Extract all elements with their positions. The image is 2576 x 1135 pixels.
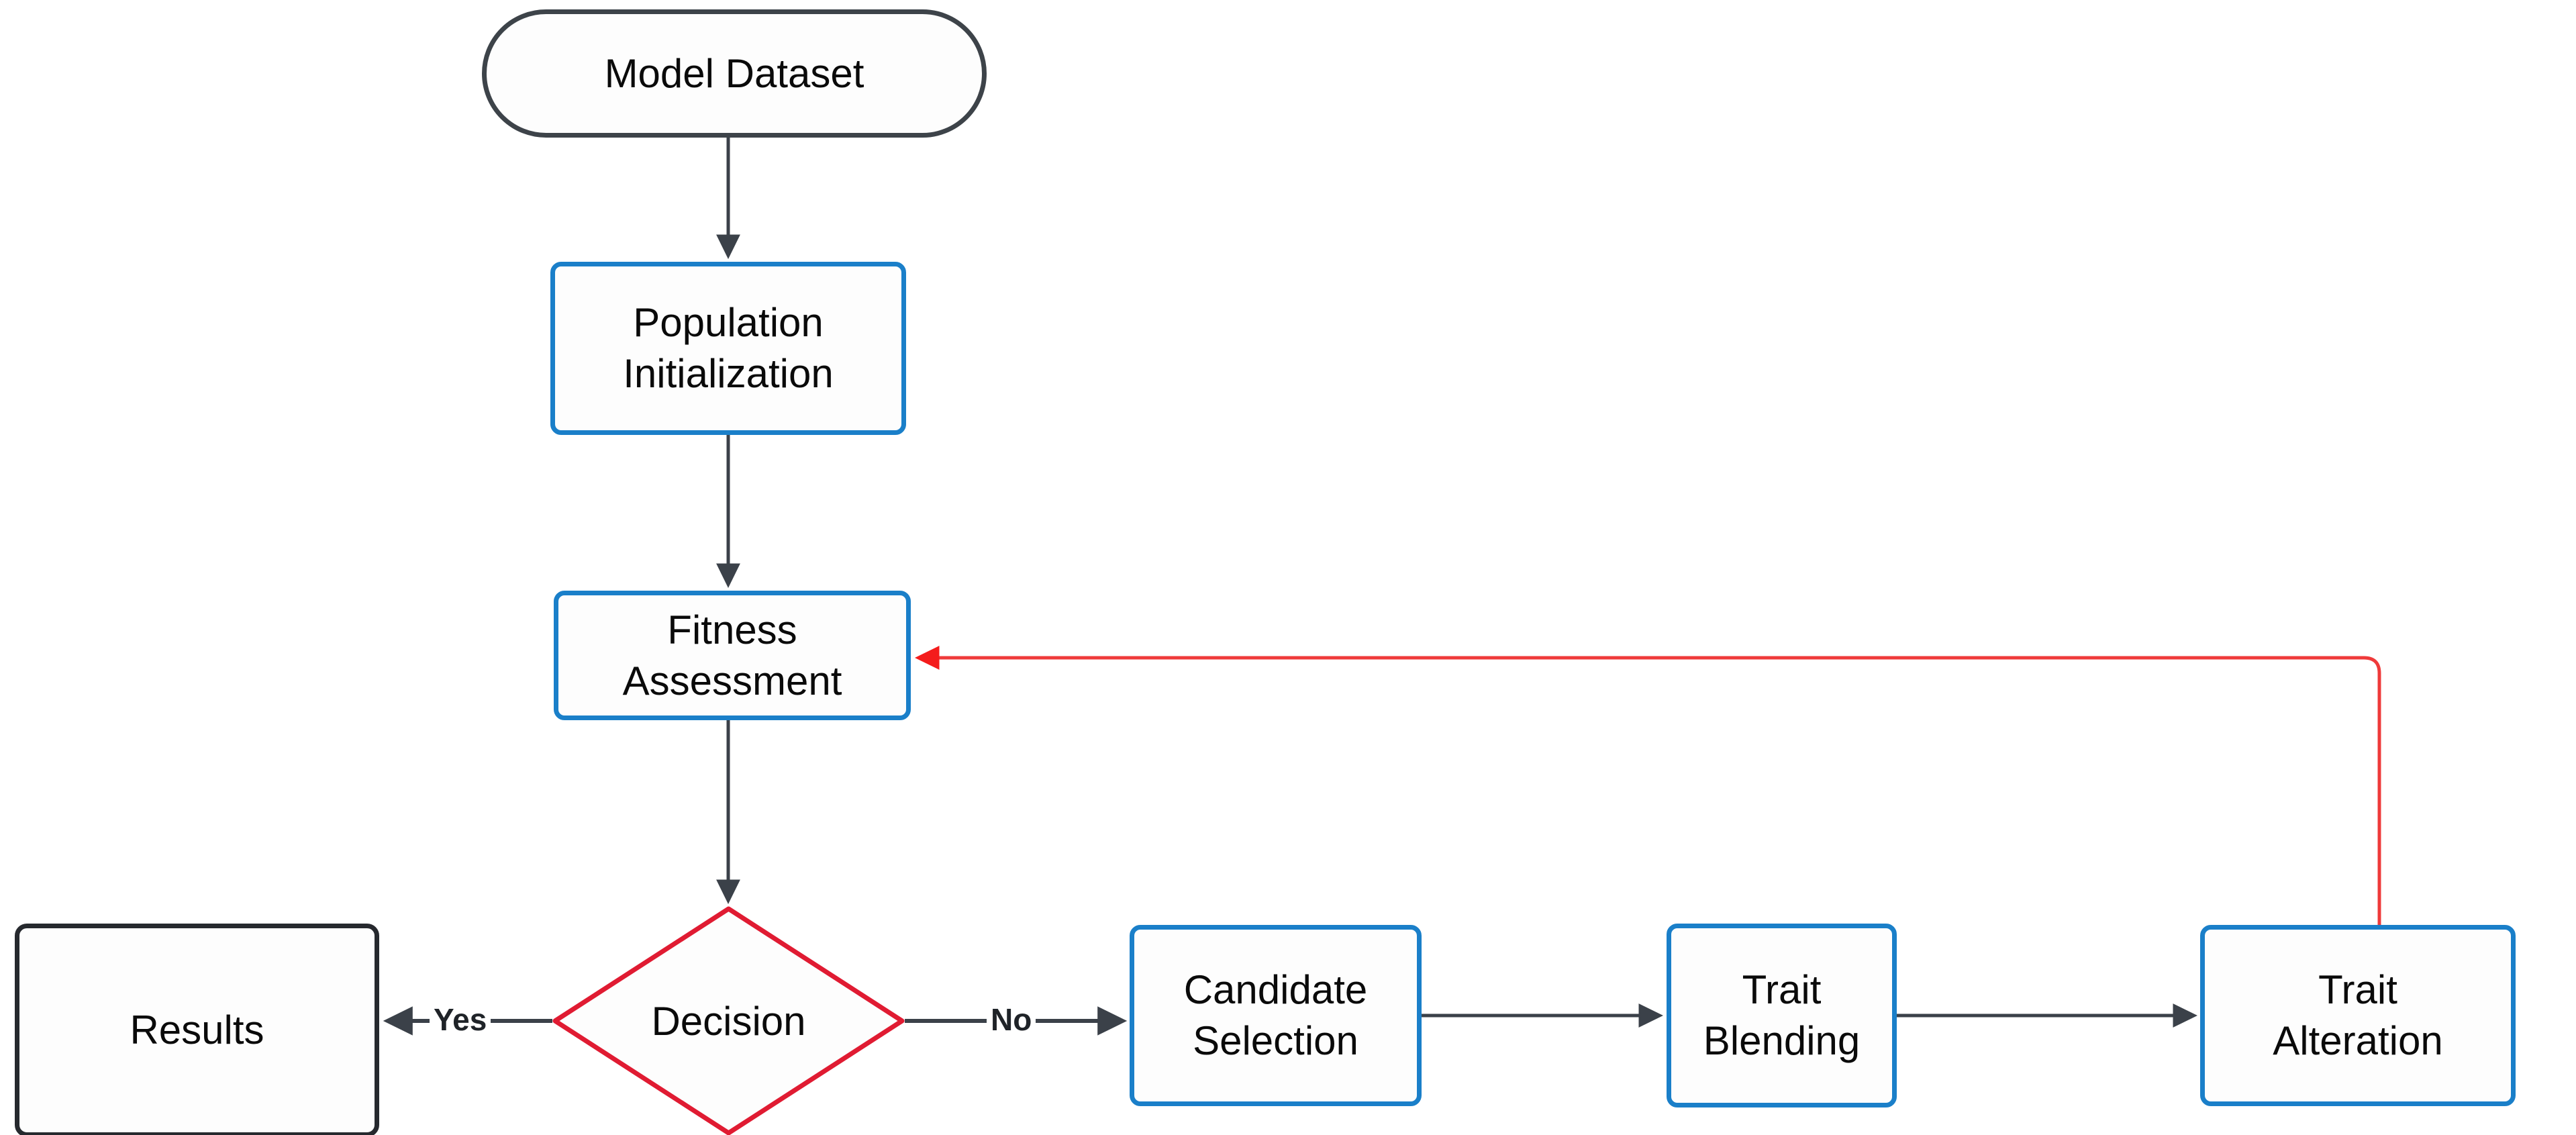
node-candidate-selection[interactable]: Candidate Selection xyxy=(1130,925,1422,1106)
node-fitness-assessment[interactable]: Fitness Assessment xyxy=(554,591,911,720)
node-population-initialization-label: Population Initialization xyxy=(623,300,834,396)
node-model-dataset-label: Model Dataset xyxy=(604,50,864,96)
node-candidate-selection-label: Candidate Selection xyxy=(1183,967,1368,1063)
edge-label-no: No xyxy=(987,1001,1036,1038)
node-trait-blending-label: Trait Blending xyxy=(1703,967,1861,1063)
node-trait-blending[interactable]: Trait Blending xyxy=(1667,924,1897,1107)
node-model-dataset[interactable]: Model Dataset xyxy=(482,9,987,138)
node-trait-alteration-label: Trait Alteration xyxy=(2273,967,2443,1063)
node-decision-label: Decision xyxy=(651,998,806,1044)
node-fitness-assessment-label: Fitness Assessment xyxy=(622,607,842,703)
edge-trait-alteration-to-fitness-assessment-feedback xyxy=(914,646,2381,925)
node-results[interactable]: Results xyxy=(15,924,379,1135)
node-results-label: Results xyxy=(130,1007,264,1053)
decision-diamond-shape xyxy=(552,906,905,1135)
node-decision[interactable]: Decision xyxy=(552,906,905,1135)
edge-label-yes: Yes xyxy=(430,1001,491,1038)
node-population-initialization[interactable]: Population Initialization xyxy=(550,262,906,435)
node-trait-alteration[interactable]: Trait Alteration xyxy=(2200,925,2516,1106)
